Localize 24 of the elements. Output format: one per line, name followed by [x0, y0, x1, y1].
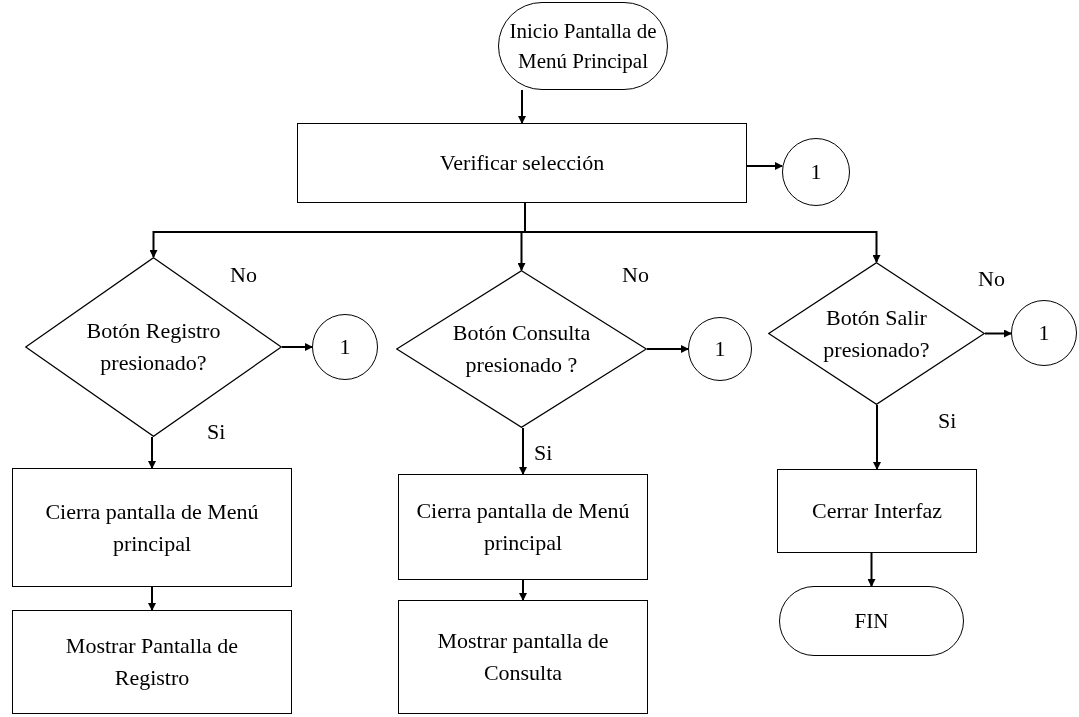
arrow	[746, 162, 783, 170]
arrow	[984, 329, 1012, 338]
decision-text: Botón Registro presionado?	[85, 317, 222, 377]
process-box: Mostrar pantalla de Consulta	[398, 600, 648, 714]
arrow	[519, 427, 527, 475]
arrow	[148, 436, 156, 469]
decision-text: Botón Consulta presionado ?	[451, 319, 592, 379]
arrow	[867, 552, 876, 587]
process-box: Mostrar Pantalla de Registro	[12, 610, 292, 714]
terminal-node: FIN	[779, 586, 964, 656]
decision-text: Botón Salir presionado?	[822, 303, 931, 364]
arrow	[646, 345, 689, 353]
decision-diamond	[396, 270, 647, 428]
arrow	[518, 89, 526, 124]
arrow	[148, 586, 156, 611]
terminal-node: Inicio Pantalla de Menú Principal	[498, 2, 668, 90]
decision-diamond	[25, 257, 282, 437]
arrow	[873, 404, 881, 470]
process-box: Cierra pantalla de Menú principal	[12, 468, 292, 587]
arrow	[281, 343, 313, 351]
arrow	[519, 579, 527, 601]
process-box: Verificar selección	[297, 123, 747, 203]
process-box: Cerrar Interfaz	[777, 469, 977, 553]
process-box: Cierra pantalla de Menú principal	[398, 474, 648, 580]
